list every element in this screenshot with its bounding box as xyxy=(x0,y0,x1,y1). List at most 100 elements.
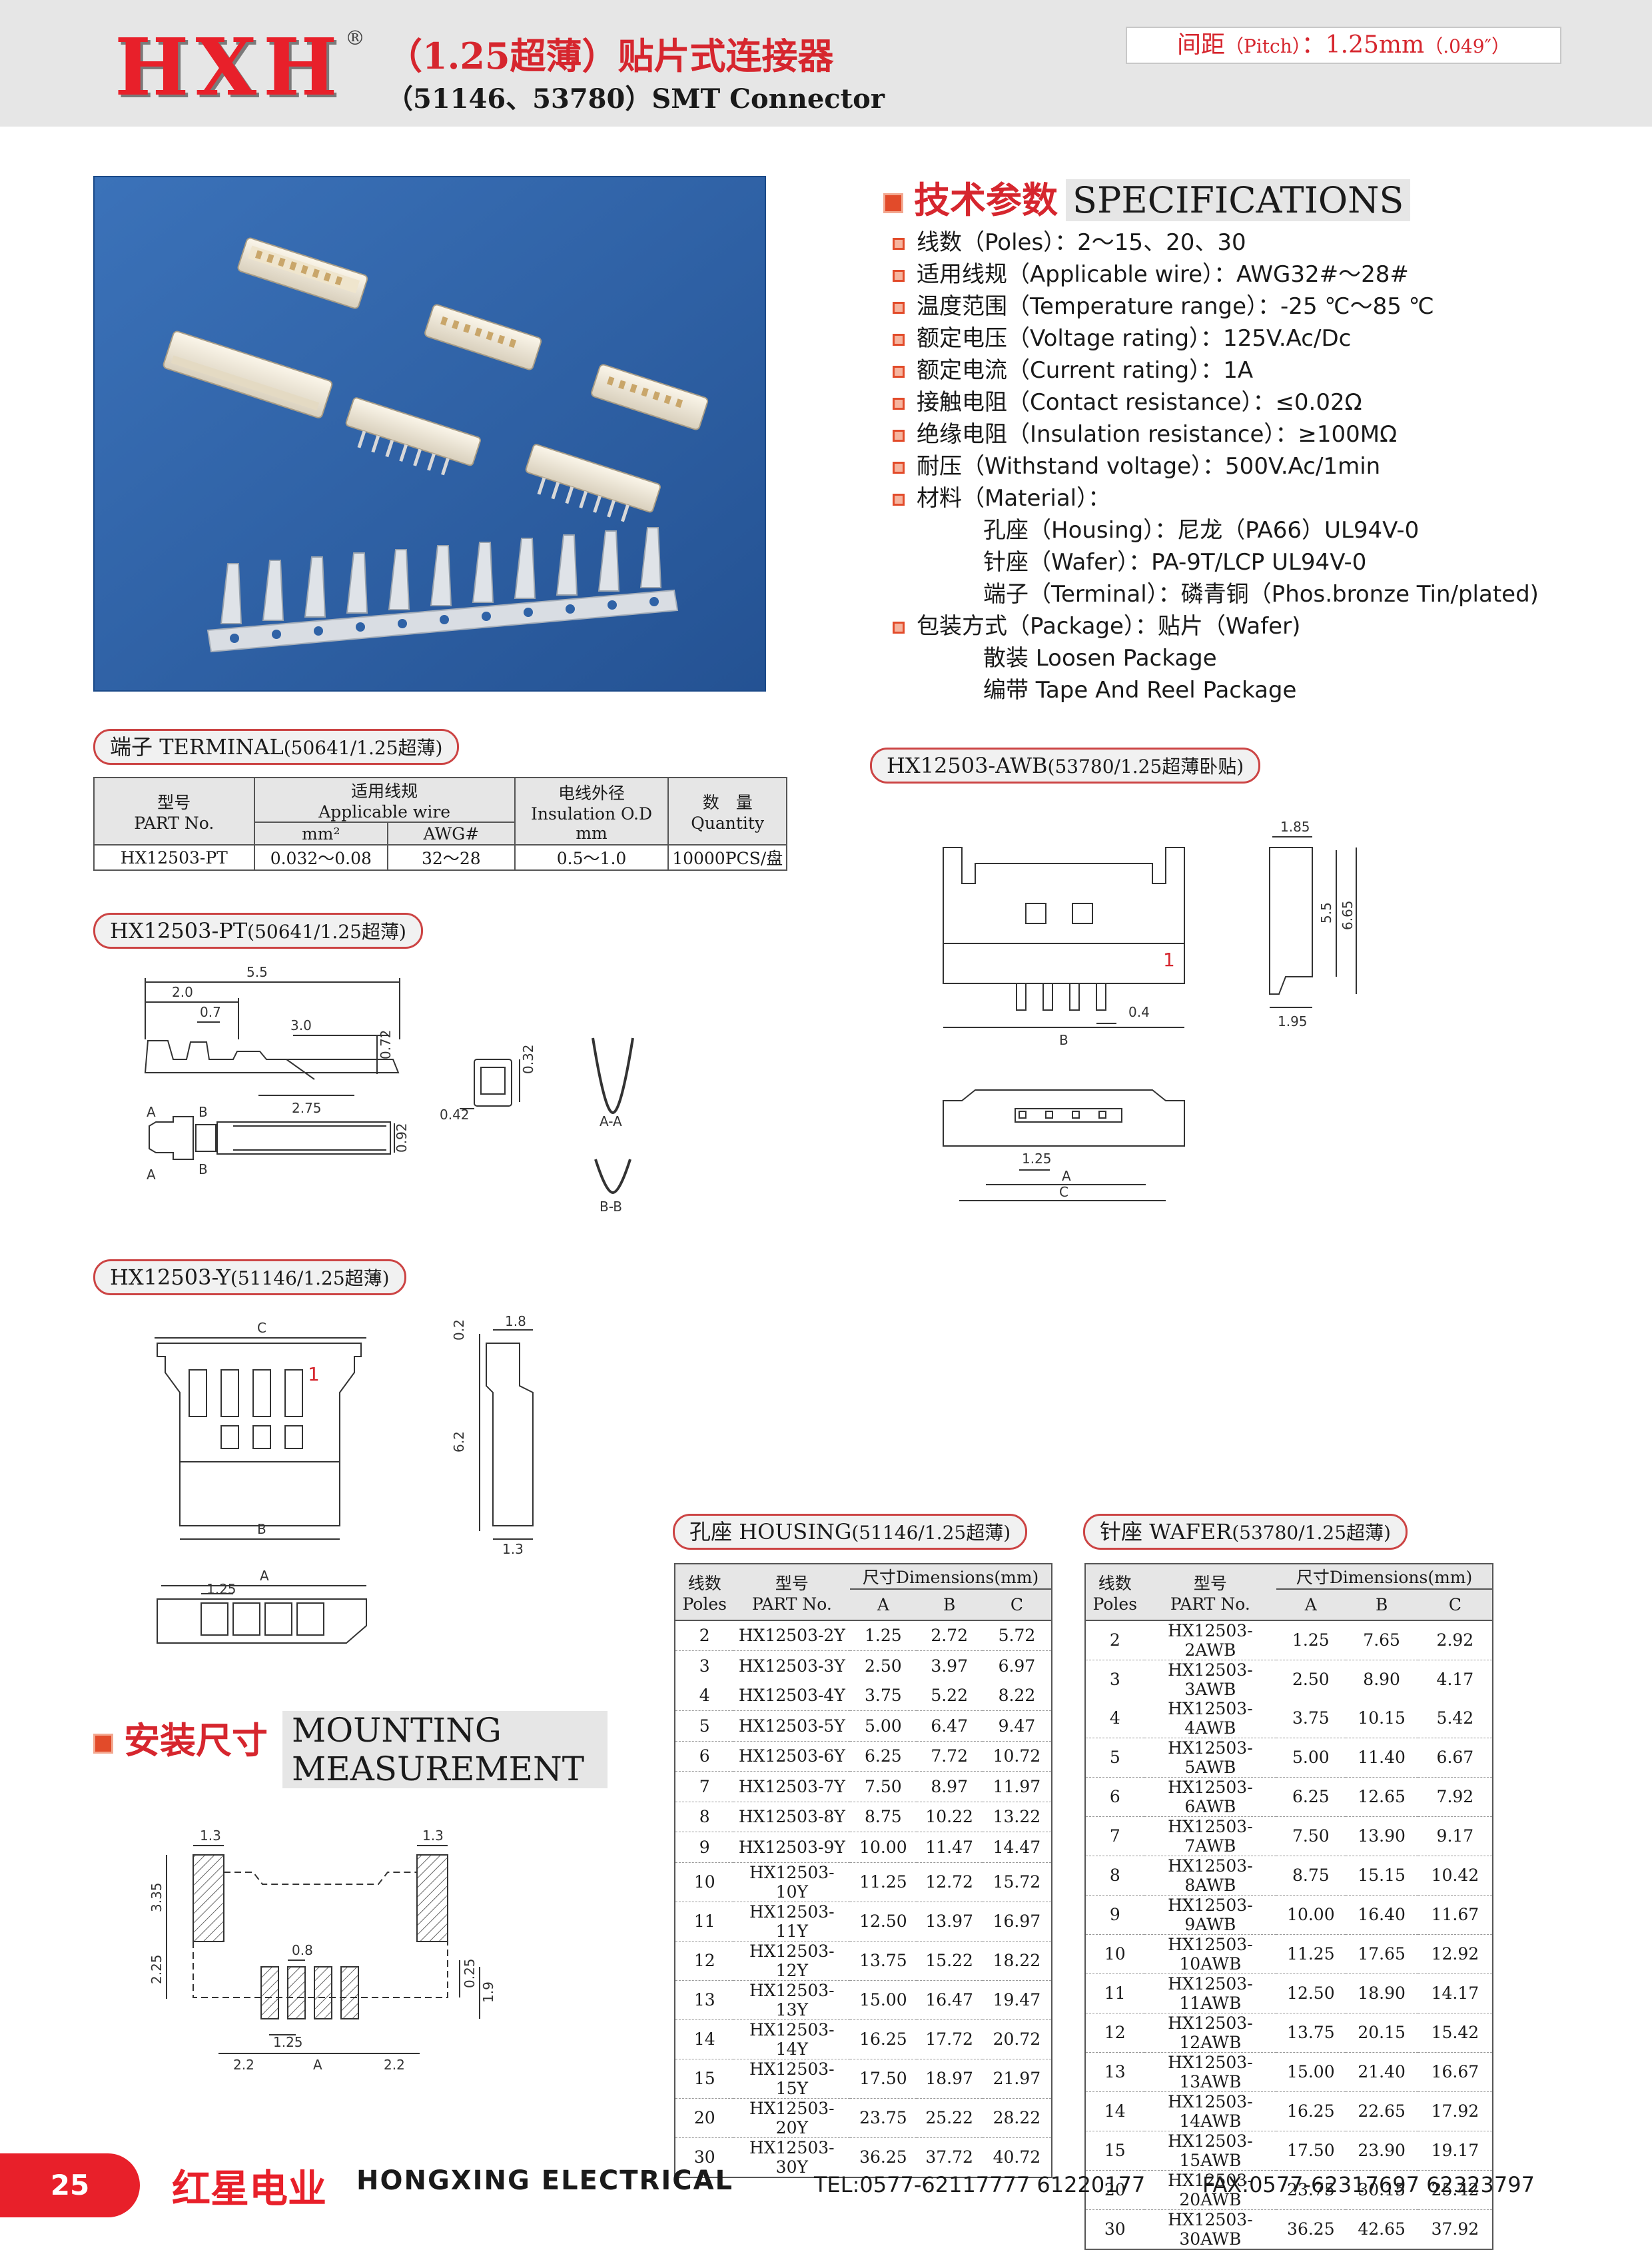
square-bullet-icon xyxy=(893,301,905,314)
table-cell: 37.72 xyxy=(916,2137,983,2177)
table-cell: 16.25 xyxy=(850,2019,917,2059)
table-cell: 11 xyxy=(675,1901,734,1941)
section-mark: B xyxy=(199,1104,208,1120)
table-cell: 16.47 xyxy=(916,1979,983,2019)
table-cell: HX12503-7Y xyxy=(733,1771,851,1802)
spec-subitem: 端子（Terminal）：磷青铜（Phos.bronze Tin/plated) xyxy=(983,581,1539,608)
table-cell: 12.92 xyxy=(1418,1934,1493,1973)
table-cell: 15.00 xyxy=(850,1979,917,2019)
table-cell: 2 xyxy=(675,1620,734,1651)
y-drawing-label: HX12503-Y(51146/1.25超薄) xyxy=(93,1259,406,1295)
square-bullet-icon xyxy=(893,429,905,442)
spec-subitem: 编带 Tape And Reel Package xyxy=(983,677,1297,704)
table-cell: HX12503-12Y xyxy=(733,1940,851,1980)
table-cell: HX12503-3Y xyxy=(733,1650,851,1681)
table-cell: 20 xyxy=(675,2097,734,2137)
dim-label: 0.32 xyxy=(520,1044,536,1074)
section-mark: A-A xyxy=(600,1113,622,1129)
awb-wafer-drawing: 1.85 5.5 6.65 1.95 B 0.4 1.25 A C 1 xyxy=(943,819,1357,1201)
table-cell: 25.22 xyxy=(916,2097,983,2137)
dim-label: 5.5 xyxy=(246,964,268,980)
table-cell: HX12503-14Y xyxy=(733,2019,851,2059)
table-cell: 30 xyxy=(1085,2209,1144,2249)
dim-label: 0.2 xyxy=(451,1319,467,1341)
awb-dimension-labels: 1.85 5.5 6.65 1.95 B 0.4 1.25 A C 1 xyxy=(1022,819,1356,1200)
table-cell: HX12503-15Y xyxy=(733,2058,851,2098)
table-cell: HX12503-15AWB xyxy=(1144,2130,1277,2170)
specs-heading-cn: 技术参数 xyxy=(914,179,1058,221)
table-cell: 11.47 xyxy=(916,1832,983,1862)
section-mark: A xyxy=(147,1167,156,1183)
table-cell: 9.47 xyxy=(982,1710,1052,1741)
table-cell: 20 xyxy=(1085,2169,1144,2209)
dim-label: 0.25 xyxy=(462,1958,478,1988)
table-cell: 6.97 xyxy=(982,1650,1052,1681)
spec-item: 额定电流（Current rating）：1A xyxy=(893,352,1539,384)
table-cell: 16.25 xyxy=(1276,2091,1346,2131)
dim-label: 1.8 xyxy=(505,1313,526,1329)
square-bullet-icon xyxy=(883,193,903,213)
table-cell: 2.92 xyxy=(1418,1620,1493,1660)
spec-subitem: 针座（Wafer）：PA-9T/LCP UL94V-0 xyxy=(983,549,1367,576)
table-cell: HX12503-5Y xyxy=(733,1710,851,1741)
spec-item: 耐压（Withstand voltage）：500V.Ac/1min xyxy=(893,448,1539,480)
table-cell: 17.92 xyxy=(1418,2091,1493,2131)
table-cell: HX12503-2AWB xyxy=(1144,1620,1277,1660)
table-cell: 13 xyxy=(1085,2051,1144,2091)
table-cell: HX12503-30Y xyxy=(733,2137,851,2177)
pitch-inch: （.049″） xyxy=(1424,35,1511,57)
table-cell: 12.50 xyxy=(850,1901,917,1941)
table-cell: 12.50 xyxy=(1276,1973,1346,2013)
table-cell: HX12503-13Y xyxy=(733,1979,851,2019)
table-cell: 15 xyxy=(1085,2130,1144,2170)
dim-label: 2.2 xyxy=(384,2057,405,2073)
table-cell: HX12503-11Y xyxy=(733,1901,851,1941)
table-cell: 12.65 xyxy=(1345,1776,1418,1816)
dim-label: B xyxy=(1059,1032,1068,1048)
table-cell: HX12503-10Y xyxy=(733,1862,851,1902)
table-cell: 7.65 xyxy=(1345,1620,1418,1660)
table-cell: 17.65 xyxy=(1345,1934,1418,1973)
fax: FAX:0577-62317697 62323797 xyxy=(1202,2172,1535,2197)
table-cell: 8.75 xyxy=(1276,1855,1346,1895)
terminal-label: 端子 TERMINAL(50641/1.25超薄) xyxy=(93,729,460,765)
mounting-footprint-drawing: 1.3 1.3 3.35 2.25 0.8 0.25 1.9 1.25 2.2 … xyxy=(149,1828,496,2073)
table-cell: HX12503-4AWB xyxy=(1168,1698,1253,1738)
mounting-heading-cn: 安装尺寸 xyxy=(124,1719,268,1762)
table-cell: 2.50 xyxy=(1276,1659,1346,1699)
square-bullet-icon xyxy=(893,237,905,250)
table-cell: 10.00 xyxy=(850,1832,917,1862)
spec-item: 材料（Material）： xyxy=(893,480,1539,512)
table-cell: 11.67 xyxy=(1418,1894,1493,1934)
table-cell: 14 xyxy=(1085,2091,1144,2131)
pitch-box: 间距（Pitch）：1.25mm（.049″） xyxy=(1126,27,1561,64)
square-bullet-icon xyxy=(893,397,905,410)
table-cell: 6.25 xyxy=(850,1740,917,1772)
table-cell: HX12503-20Y xyxy=(733,2097,851,2137)
table-cell: 2.50 xyxy=(850,1650,917,1681)
table-cell: 5.00 xyxy=(850,1710,917,1741)
table-cell: 20.15 xyxy=(1345,2012,1418,2052)
table-cell: 20.72 xyxy=(982,2019,1052,2059)
table-cell: HX12503-2Y xyxy=(733,1620,851,1651)
dim-label: B xyxy=(257,1521,266,1537)
